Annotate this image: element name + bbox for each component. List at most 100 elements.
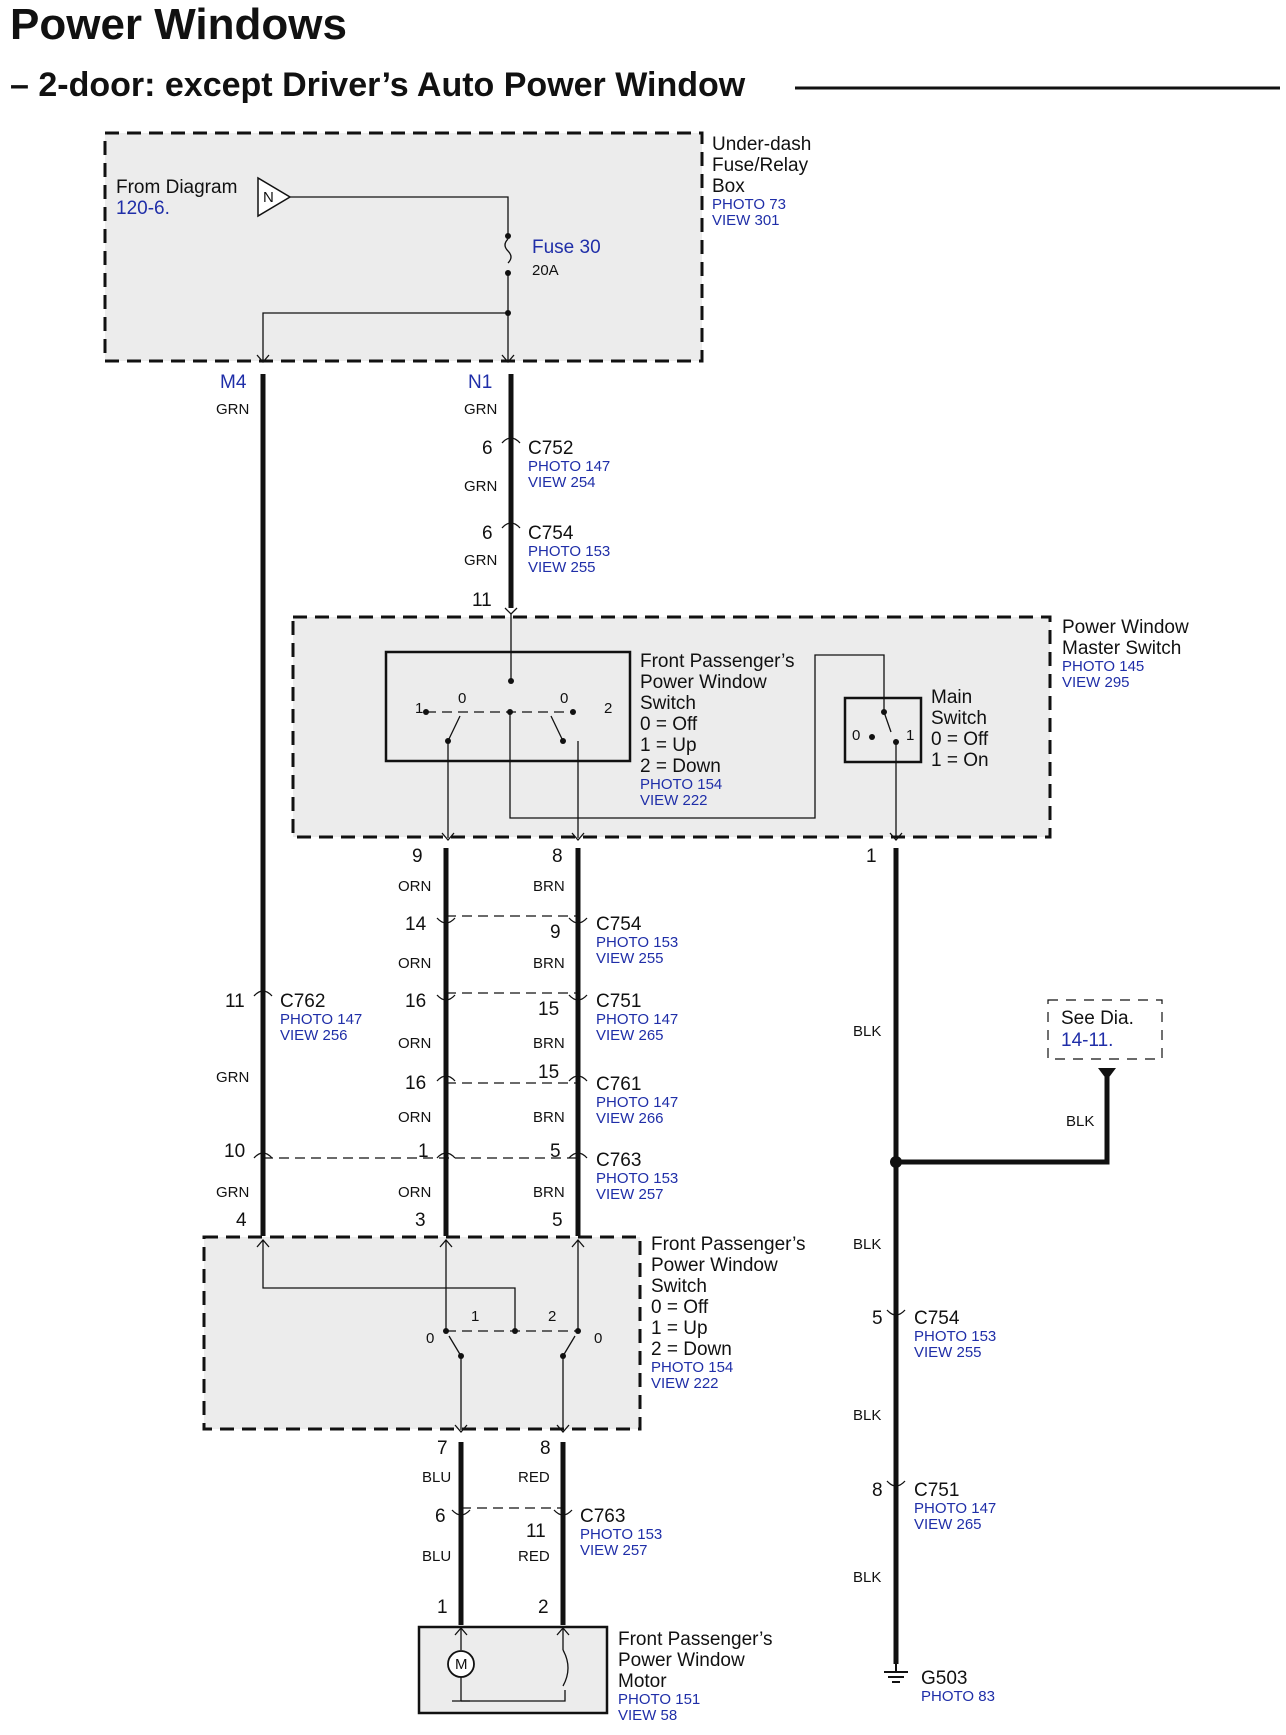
mps-label-2: Power Window (640, 672, 767, 693)
master-name-1: Power Window (1062, 617, 1189, 638)
master-photo: PHOTO 145 (1062, 658, 1144, 675)
master-name-2: Master Switch (1062, 638, 1181, 659)
c752-photo: PHOTO 147 (528, 458, 610, 475)
m4-wire-color-2: GRN (216, 1069, 249, 1086)
c751-blk-pin: 8 (872, 1480, 883, 1501)
pass-photo: PHOTO 154 (651, 1359, 733, 1376)
mps-left-blade (447, 715, 461, 742)
motor-pin-2: 2 (538, 1597, 549, 1618)
main-pos-1: 1 (906, 727, 914, 744)
pass-switch-pin-8: 8 (540, 1438, 551, 1459)
c761-name: C761 (596, 1074, 641, 1095)
pass-label-1: Front Passenger’s (651, 1234, 806, 1255)
orn-color-2: ORN (398, 955, 431, 972)
c762-connector-icon (253, 990, 273, 997)
blk-color-4: BLK (853, 1569, 881, 1586)
see-dia-label: See Dia. (1061, 1008, 1134, 1029)
c754-mid-left-icon (436, 917, 456, 924)
c751-mid-right-icon (568, 994, 588, 1001)
pass-switch-pin-5: 5 (552, 1210, 563, 1231)
c751-mid-left-icon (436, 994, 456, 1001)
c761-right-icon (568, 1075, 588, 1082)
fuse-node-top (505, 233, 511, 239)
mps-pos-0-left: 0 (458, 690, 466, 707)
breaker-icon (562, 1649, 569, 1687)
c763-low-view: VIEW 257 (580, 1542, 648, 1559)
orn-color-5: ORN (398, 1184, 431, 1201)
c751-blk-connector-icon (886, 1480, 906, 1487)
blk-color-1: BLK (853, 1023, 881, 1040)
ground-photo: PHOTO 83 (921, 1688, 995, 1705)
blk-color-2: BLK (853, 1236, 881, 1253)
blk-color-see-dia: BLK (1066, 1113, 1094, 1130)
blu-color-1: BLU (422, 1469, 451, 1486)
mps-right-blade (550, 715, 564, 742)
fuse-rating: 20A (532, 262, 559, 279)
master-view: VIEW 295 (1062, 674, 1130, 691)
m4-branch-line (262, 312, 508, 360)
pass-label-4: 0 = Off (651, 1297, 709, 1318)
blu-color-2: BLU (422, 1548, 451, 1565)
page-title: Power Windows (10, 0, 347, 49)
pass-right-blade (562, 1335, 576, 1357)
underdash-box-outline (103, 131, 704, 363)
motor-photo: PHOTO 151 (618, 1691, 700, 1708)
underdash-name-2: Fuse/Relay (712, 155, 809, 176)
underdash-view: VIEW 301 (712, 212, 780, 229)
master-in-node (508, 678, 514, 684)
feed-line (290, 196, 509, 235)
master-pin-8: 8 (552, 846, 563, 867)
c763-low-name: C763 (580, 1506, 625, 1527)
c751-blk-name: C751 (914, 1480, 959, 1501)
c763-m4-connector-icon (253, 1152, 273, 1159)
master-out9-arrow-icon (441, 832, 455, 841)
pass-feed-line (262, 1240, 516, 1331)
c763-low-pin-left: 6 (435, 1506, 446, 1527)
ground-name: G503 (921, 1668, 967, 1689)
pass-label-6: 2 = Down (651, 1339, 732, 1360)
m4-arrow-icon (256, 354, 270, 363)
motor-label-2: Power Window (618, 1650, 745, 1671)
orn-color-3: ORN (398, 1035, 431, 1052)
c752-connector-icon (501, 437, 521, 444)
see-dia-ref: 14-11. (1061, 1030, 1113, 1051)
main-label-1: Main (931, 687, 972, 708)
ground-icon (884, 1664, 908, 1683)
master-in-arrow-icon (504, 607, 518, 615)
n1-wire-color-2: GRN (464, 478, 497, 495)
c763-low-photo: PHOTO 153 (580, 1526, 662, 1543)
pass-switch-pin-4: 4 (236, 1210, 247, 1231)
terminal-n1: N1 (468, 372, 492, 393)
red-color-1: RED (518, 1469, 550, 1486)
underdash-name-3: Box (712, 176, 745, 197)
orn-color-1: ORN (398, 878, 431, 895)
motor-label-1: Front Passenger’s (618, 1629, 773, 1650)
master-pin-1: 1 (866, 846, 877, 867)
c751-mid-photo: PHOTO 147 (596, 1011, 678, 1028)
c754-top-photo: PHOTO 153 (528, 543, 610, 560)
c754-blk-view: VIEW 255 (914, 1344, 982, 1361)
c763-mid-photo: PHOTO 153 (596, 1170, 678, 1187)
page-subtitle: – 2-door: except Driver’s Auto Power Win… (10, 66, 746, 104)
main-switch-rect (843, 696, 923, 764)
mps-label-4: 0 = Off (640, 714, 698, 735)
c751-mid-pin-left: 16 (405, 991, 426, 1012)
c754-top-view: VIEW 255 (528, 559, 596, 576)
pass-label-5: 1 = Up (651, 1318, 708, 1339)
c754-top-name: C754 (528, 523, 574, 544)
c752-name: C752 (528, 438, 573, 459)
from-diagram-ref: 120-6. (116, 198, 170, 219)
pass-switch-pin-7: 7 (437, 1438, 448, 1459)
c763-mid-pin-far-left: 10 (224, 1141, 245, 1162)
front-passenger-power-window-motor: M Front Passenger’s Power Window Motor P… (417, 1625, 773, 1724)
c754-blk-name: C754 (914, 1308, 960, 1329)
motor-rect (417, 1625, 609, 1715)
master-out8-arrow-icon (571, 832, 585, 841)
c754-blk-pin: 5 (872, 1308, 883, 1329)
c763-mid-right-icon (568, 1152, 588, 1159)
c763-low-right-icon (553, 1509, 573, 1516)
brn-color-5: BRN (533, 1184, 565, 1201)
c751-mid-pin-right: 15 (538, 999, 559, 1020)
n1-wire-color-3: GRN (464, 552, 497, 569)
